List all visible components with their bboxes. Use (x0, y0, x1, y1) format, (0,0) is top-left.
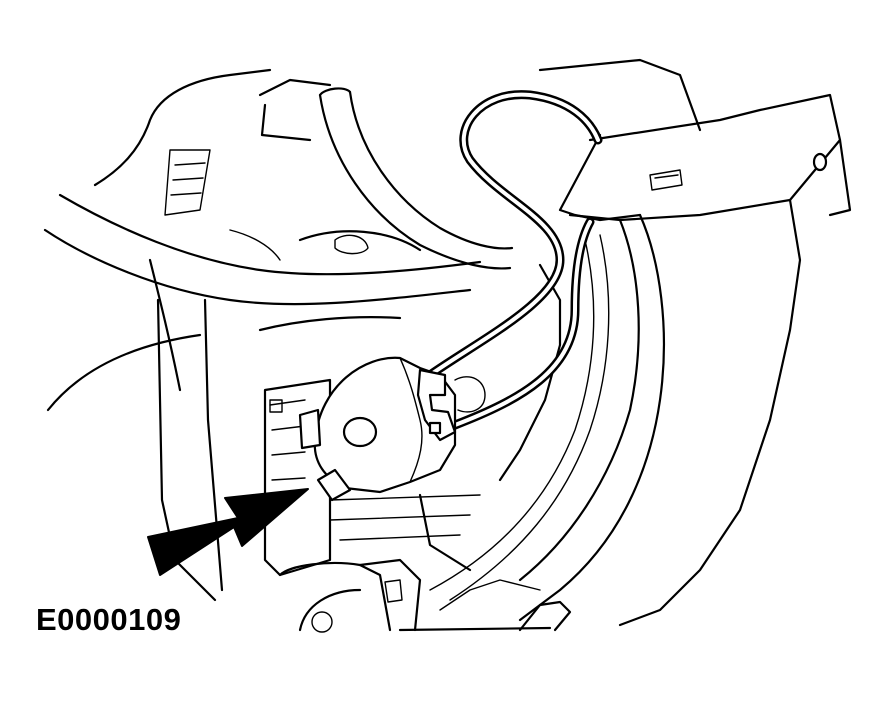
steering-column-outline (43, 68, 482, 602)
tube-upper (258, 78, 514, 270)
figure-code-label: E0000109 (36, 602, 182, 637)
sensor-component (298, 356, 486, 502)
arrow-pointer-icon (147, 488, 309, 576)
wire-harness (425, 90, 603, 430)
mounting-bracket (229, 229, 422, 577)
lower-mechanism (278, 493, 572, 633)
right-housing (429, 58, 852, 627)
